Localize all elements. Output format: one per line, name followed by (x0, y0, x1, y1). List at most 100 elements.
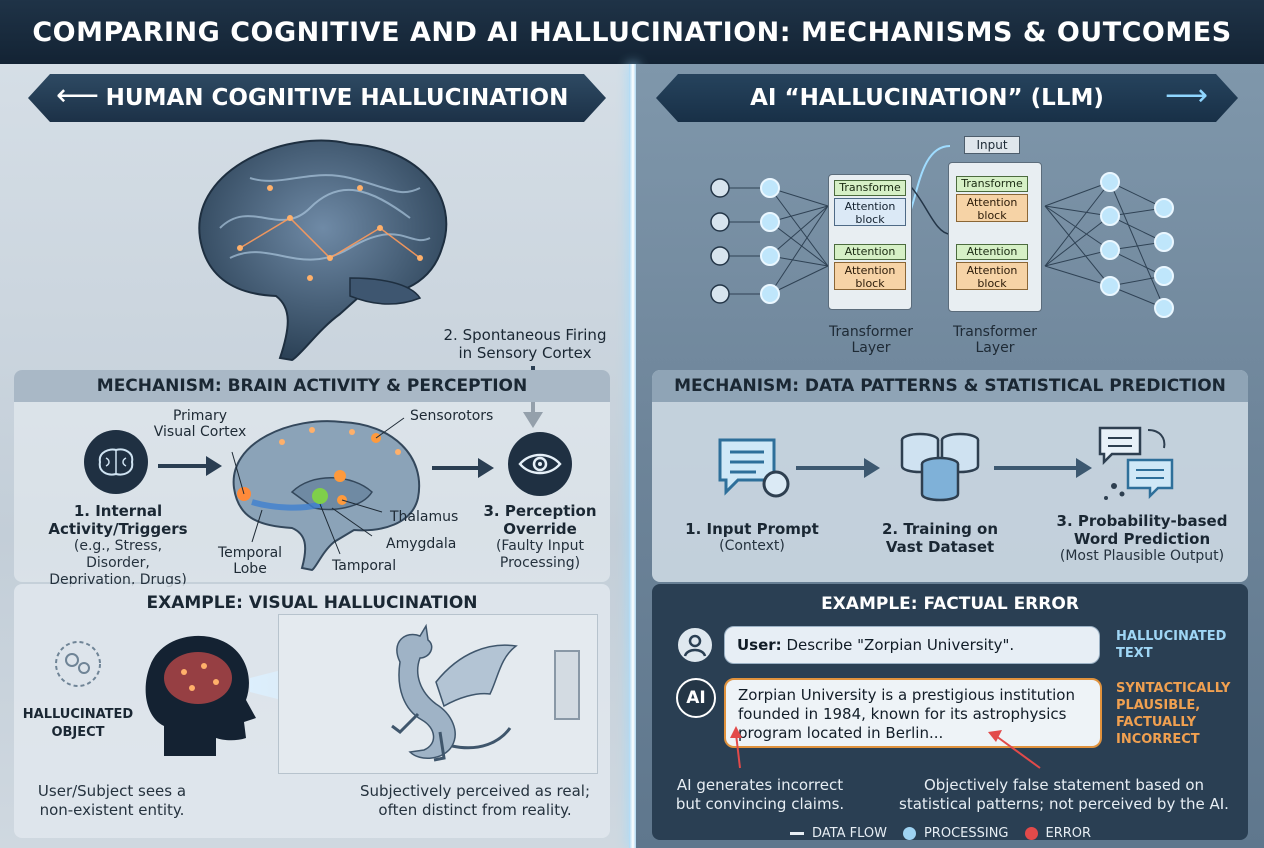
label-primary-visual-cortex: Primary Visual Cortex (150, 408, 250, 440)
brain-glyph-icon (98, 448, 134, 476)
firing-label-line-2: in Sensory Cortex (458, 344, 592, 362)
ai-step-1-title: 1. Input Prompt (685, 520, 819, 538)
head-silhouette-icon (145, 635, 256, 756)
ai-step-2-title-1: 2. Training on (881, 520, 999, 538)
label-primary: Primary (172, 408, 228, 424)
human-step-3-sub-1: (Faulty Input (495, 538, 585, 554)
legend-error: ERROR (1045, 825, 1092, 841)
human-caption-left-2: non-existent entity. (39, 801, 185, 819)
firing-label-line-1: 2. Spontaneous Firing (443, 326, 607, 344)
ai-arrow-1-shaft (796, 466, 866, 470)
ai-step-2: 2. Training on Vast Dataset (870, 520, 1010, 556)
human-step-1-title-2: Activity/Triggers (48, 520, 188, 538)
eye-icon (508, 432, 572, 496)
human-arrow-1-head (206, 456, 222, 476)
human-step-3-sub-2: Processing) (499, 555, 581, 571)
human-step-1-title-1: 1. Internal (73, 502, 163, 520)
hallucinated-object-label: HALLUCINATED OBJECT (14, 706, 142, 742)
dragon-illustration (391, 623, 518, 762)
attention-block-1: Attention block (834, 262, 906, 290)
neural-network-diagram (710, 145, 1174, 318)
ai-step-2-title-2: Vast Dataset (885, 538, 995, 556)
page-title: COMPARING COGNITIVE AND AI HALLUCINATION… (32, 16, 1232, 48)
label-visual-cortex: Visual Cortex (153, 424, 247, 440)
arrow-left-icon: ⟵ (56, 78, 100, 113)
label-temporal-lobe-1: Temporal (217, 545, 283, 561)
ai-banner-shape: AI “HALLUCINATION” (LLM) (656, 74, 1238, 122)
transform-label-2: Transforme (956, 176, 1028, 192)
side-note-4: INCORRECT (1116, 732, 1200, 747)
ai-avatar: AI (676, 678, 716, 718)
human-mechanism-header: MECHANISM: BRAIN ACTIVITY & PERCEPTION (14, 370, 610, 402)
label-amygdala: Amygdala (386, 536, 457, 552)
transformer-layer-label-2-line-1: Transformer (952, 324, 1037, 340)
ai-step-3-title-1: 3. Probability-based (1056, 512, 1228, 530)
ai-response-line-1: Zorpian University is a prestigious inst… (738, 686, 1075, 704)
human-caption-right-1: Subjectively perceived as real; (359, 782, 591, 800)
human-banner: HUMAN COGNITIVE HALLUCINATION ⟵ (28, 74, 606, 122)
database-icon (900, 432, 980, 502)
user-prefix: User: (737, 636, 782, 654)
attention-block-2a: Attention block (956, 194, 1028, 222)
human-caption-left-1: User/Subject sees a (37, 782, 187, 800)
processing-swatch (902, 826, 916, 840)
ai-example-title: EXAMPLE: FACTUAL ERROR (821, 594, 1079, 614)
user-message-text: Describe "Zorpian University". (781, 636, 1015, 654)
ai-arrow-2-shaft (994, 466, 1078, 470)
hallucinated-text-label-1: HALLUCINATED (1116, 629, 1227, 644)
ai-example-header: EXAMPLE: FACTUAL ERROR (652, 590, 1248, 618)
arrow-right-icon: ⟶ (1164, 78, 1208, 113)
hallucinated-object-label-1: HALLUCINATED (22, 707, 134, 722)
human-example-header: EXAMPLE: VISUAL HALLUCINATION (14, 588, 610, 618)
ai-response-line-3: program located in Berlin... (738, 724, 944, 742)
human-mechanism-title: MECHANISM: BRAIN ACTIVITY & PERCEPTION (96, 376, 528, 396)
label-sensorotors: Sensorotors (410, 408, 494, 424)
transform-label-1: Transforme (834, 180, 906, 196)
attention-label-1: Attention (834, 244, 906, 260)
human-caption-right: Subjectively perceived as real; often di… (340, 782, 610, 820)
legend-data-flow: DATA FLOW (812, 825, 887, 841)
error-swatch (1024, 826, 1038, 840)
transformer-layer-label-1-line-1: Transformer (828, 324, 913, 340)
ai-mechanism-title: MECHANISM: DATA PATTERNS & STATISTICAL P… (674, 376, 1226, 396)
human-arrow-2-head (478, 458, 494, 478)
human-example-title: EXAMPLE: VISUAL HALLUCINATION (146, 593, 478, 613)
human-caption-right-2: often distinct from reality. (378, 801, 572, 819)
human-step-1: 1. Internal Activity/Triggers (e.g., Str… (40, 502, 196, 589)
hallucinated-object-label-2: OBJECT (51, 725, 105, 740)
user-avatar-icon (676, 626, 714, 664)
ai-caption-right-2: statistical patterns; not perceived by t… (899, 795, 1229, 813)
input-box: Input (964, 136, 1020, 154)
side-note-1: SYNTACTICALLY (1116, 681, 1231, 696)
human-banner-shape: HUMAN COGNITIVE HALLUCINATION (28, 74, 606, 122)
data-flow-swatch (790, 831, 804, 835)
label-temporal-lobe-2: Lobe (233, 561, 267, 577)
side-note-2: PLAUSIBLE, (1116, 698, 1201, 713)
title-bar: COMPARING COGNITIVE AND AI HALLUCINATION… (0, 0, 1264, 64)
ai-step-3-sub: (Most Plausible Output) (1059, 548, 1225, 564)
error-pointers (730, 726, 1041, 769)
human-step-1-sub-1: (e.g., Stress, Disorder, (73, 538, 163, 571)
ai-caption-left-1: AI generates incorrect (676, 776, 844, 794)
human-step-3-title-1: 3. Perception (483, 502, 597, 520)
legend: DATA FLOW PROCESSING ERROR (790, 823, 1110, 843)
brain-illustration (198, 139, 448, 362)
human-banner-label: HUMAN COGNITIVE HALLUCINATION (105, 85, 569, 111)
ai-step-3-title-2: Word Prediction (1073, 530, 1211, 548)
user-message-bubble: User: Describe "Zorpian University". (724, 626, 1100, 664)
transformer-layer-label-2: Transformer Layer (940, 324, 1050, 356)
ai-mechanism-header: MECHANISM: DATA PATTERNS & STATISTICAL P… (652, 370, 1248, 402)
ai-arrow-1-head (864, 458, 880, 478)
ai-step-1-sub: (Context) (719, 538, 785, 554)
human-caption-left: User/Subject sees a non-existent entity. (22, 782, 202, 820)
user-glyph-icon (683, 634, 707, 657)
syntactically-plausible-note: SYNTACTICALLY PLAUSIBLE, FACTUALLY INCOR… (1116, 680, 1230, 748)
ai-banner-label: AI “HALLUCINATION” (LLM) (750, 85, 1104, 111)
hallucinated-text-label: HALLUCINATED TEXT (1116, 628, 1226, 662)
human-arrow-1-shaft (158, 464, 208, 468)
transformer-layer-label-2-line-2: Layer (975, 340, 1015, 356)
hallucinated-text-label-2: TEXT (1116, 646, 1153, 661)
ai-step-3: 3. Probability-based Word Prediction (Mo… (1040, 512, 1244, 565)
chat-icon (718, 438, 790, 498)
human-arrow-2-shaft (432, 466, 480, 470)
